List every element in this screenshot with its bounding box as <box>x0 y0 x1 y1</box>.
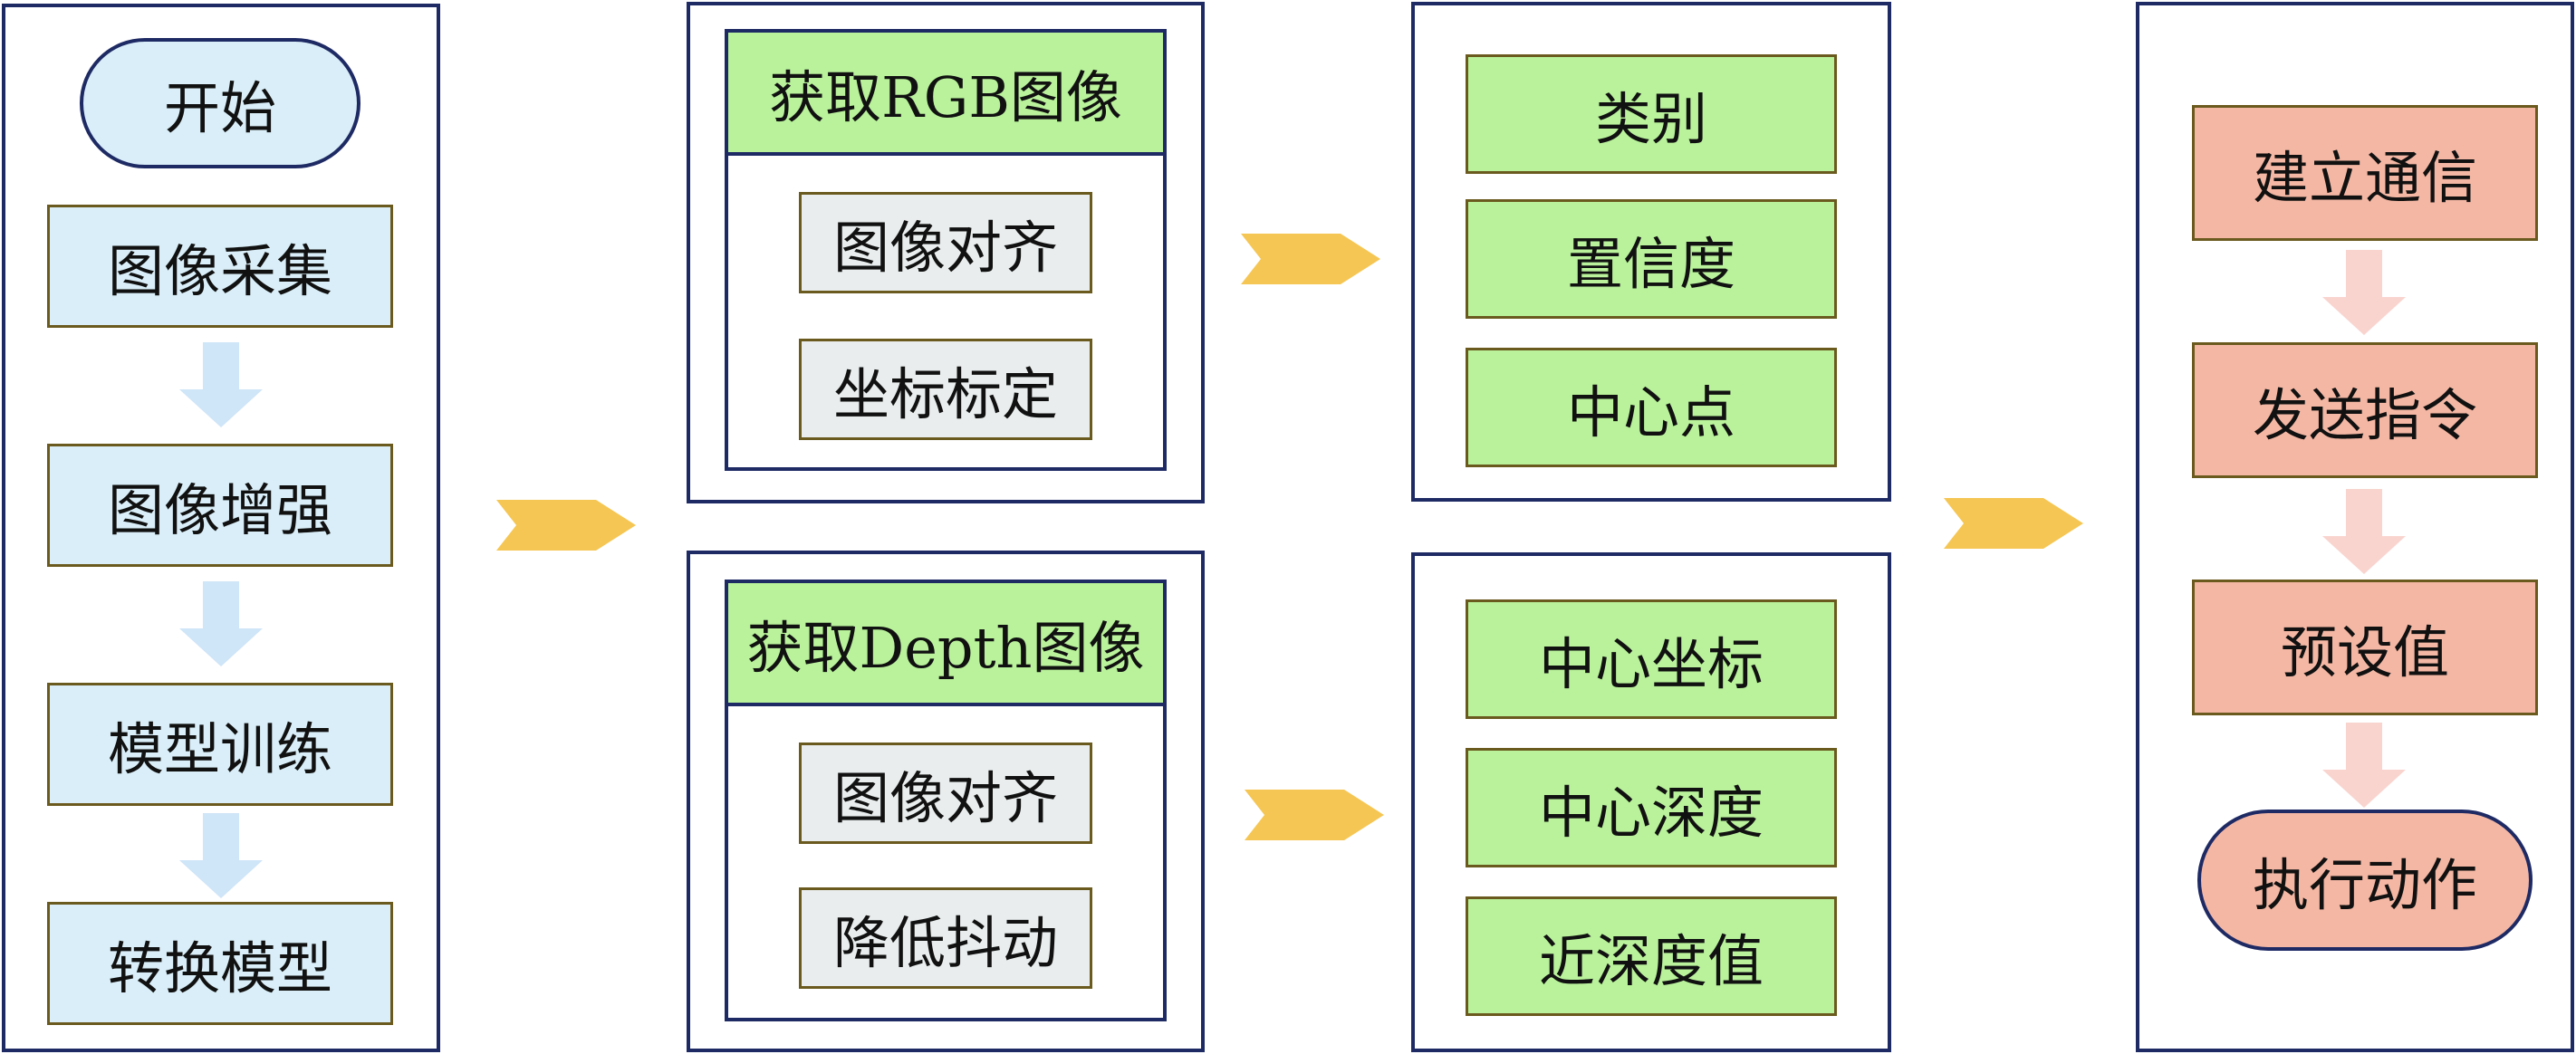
right-arrow-icon <box>1241 234 1380 284</box>
step-image-enhancement: 图像增强 <box>47 444 393 567</box>
step-image-acquisition: 图像采集 <box>47 205 393 328</box>
result-center-coordinate: 中心坐标 <box>1466 599 1837 719</box>
rgb-step-align: 图像对齐 <box>799 192 1092 293</box>
step-establish-communication: 建立通信 <box>2192 105 2538 241</box>
depth-step-jitter-reduction: 降低抖动 <box>799 887 1092 989</box>
depth-header: 获取Depth图像 <box>728 583 1163 706</box>
result-center-depth: 中心深度 <box>1466 748 1837 867</box>
right-arrow-icon <box>1245 790 1384 840</box>
rgb-step-calibration: 坐标标定 <box>799 339 1092 440</box>
step-model-training: 模型训练 <box>47 683 393 806</box>
result-near-depth-value: 近深度值 <box>1466 896 1837 1016</box>
step-send-command: 发送指令 <box>2192 342 2538 478</box>
down-arrow-icon <box>2322 250 2406 335</box>
result-category: 类别 <box>1466 54 1837 174</box>
result-center-point: 中心点 <box>1466 348 1837 467</box>
down-arrow-icon <box>2322 489 2406 574</box>
right-arrow-icon <box>1944 498 2083 549</box>
step-model-conversion: 转换模型 <box>47 902 393 1025</box>
down-arrow-icon <box>179 813 263 898</box>
down-arrow-icon <box>179 581 263 666</box>
start-node: 开始 <box>80 38 360 168</box>
result-confidence: 置信度 <box>1466 199 1837 319</box>
step-preset-value: 预设值 <box>2192 580 2538 715</box>
right-arrow-icon <box>496 500 636 551</box>
down-arrow-icon <box>179 342 263 427</box>
rgb-header: 获取RGB图像 <box>728 33 1163 156</box>
depth-step-align: 图像对齐 <box>799 743 1092 844</box>
down-arrow-icon <box>2322 723 2406 808</box>
end-node: 执行动作 <box>2197 810 2533 951</box>
